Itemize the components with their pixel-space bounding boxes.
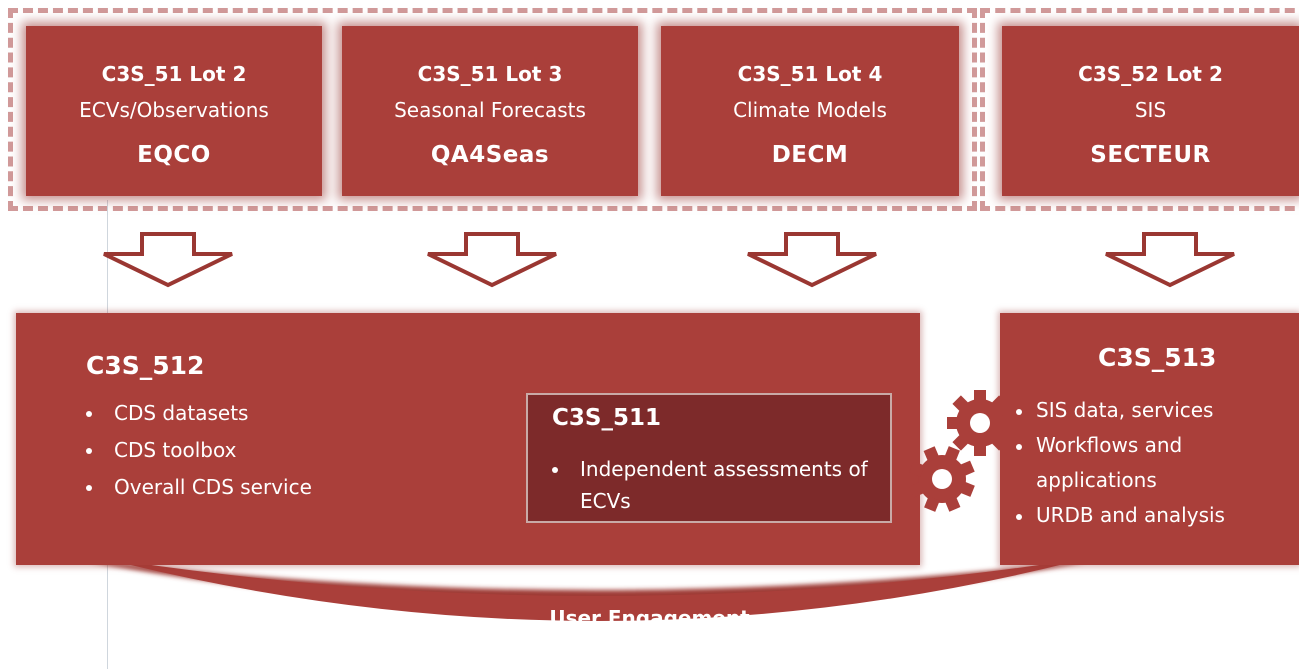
c3s-513-bullets: SIS data, services Workflows and applica… <box>1010 393 1225 533</box>
c3s-513-title: C3S_513 <box>1098 343 1217 372</box>
bullet-item: Overall CDS service <box>80 469 312 506</box>
c3s-511-bullets: Independent assessments of ECVs <box>546 453 870 517</box>
down-arrow-icon <box>103 232 233 288</box>
bullet-item: CDS toolbox <box>80 432 312 469</box>
bullet-item: Workflows and applications <box>1010 428 1216 498</box>
lot-project: DECM <box>771 142 849 168</box>
gear-icon <box>909 390 1013 512</box>
bullet-item: CDS datasets <box>80 395 312 432</box>
lot-code: C3S_51 Lot 2 <box>101 62 247 86</box>
lot-box-eqco: C3S_51 Lot 2 ECVs/Observations EQCO <box>26 26 322 196</box>
bullet-item: SIS data, services <box>1010 393 1225 428</box>
down-arrow-icon <box>1105 232 1235 288</box>
lot-box-decm: C3S_51 Lot 4 Climate Models DECM <box>661 26 959 196</box>
lot-code: C3S_51 Lot 3 <box>417 62 563 86</box>
c3s-52-group-frame <box>980 8 1299 211</box>
lot-project: EQCO <box>137 142 211 168</box>
lot-project: SECTEUR <box>1090 142 1211 168</box>
lot-topic: Climate Models <box>733 98 887 122</box>
lot-code: C3S_51 Lot 4 <box>737 62 883 86</box>
c3s-512-bullets: CDS datasets CDS toolbox Overall CDS ser… <box>80 395 312 506</box>
down-arrow-icon <box>747 232 877 288</box>
user-engagement-label: User Engagement <box>549 606 750 630</box>
lot-box-qa4seas: C3S_51 Lot 3 Seasonal Forecasts QA4Seas <box>342 26 638 196</box>
c3s-511-box: C3S_511 Independent assessments of ECVs <box>526 393 892 523</box>
lot-code: C3S_52 Lot 2 <box>1078 62 1223 86</box>
c3s-511-title: C3S_511 <box>552 405 661 431</box>
lot-topic: Seasonal Forecasts <box>394 98 586 122</box>
down-arrow-icon <box>427 232 557 288</box>
lot-box-secteur: C3S_52 Lot 2 SIS SECTEUR <box>1002 26 1299 196</box>
c3s-51-group-frame <box>8 8 977 211</box>
bullet-item: Independent assessments of ECVs <box>546 453 870 517</box>
bullet-item: URDB and analysis <box>1010 498 1225 533</box>
lot-project: QA4Seas <box>430 142 550 168</box>
c3s-512-title: C3S_512 <box>86 351 205 380</box>
user-engagement-band <box>90 562 1085 621</box>
lot-topic: ECVs/Observations <box>79 98 269 122</box>
c3s-513-box: C3S_513 SIS data, services Workflows and… <box>1000 313 1299 565</box>
lot-topic: SIS <box>1134 98 1167 122</box>
